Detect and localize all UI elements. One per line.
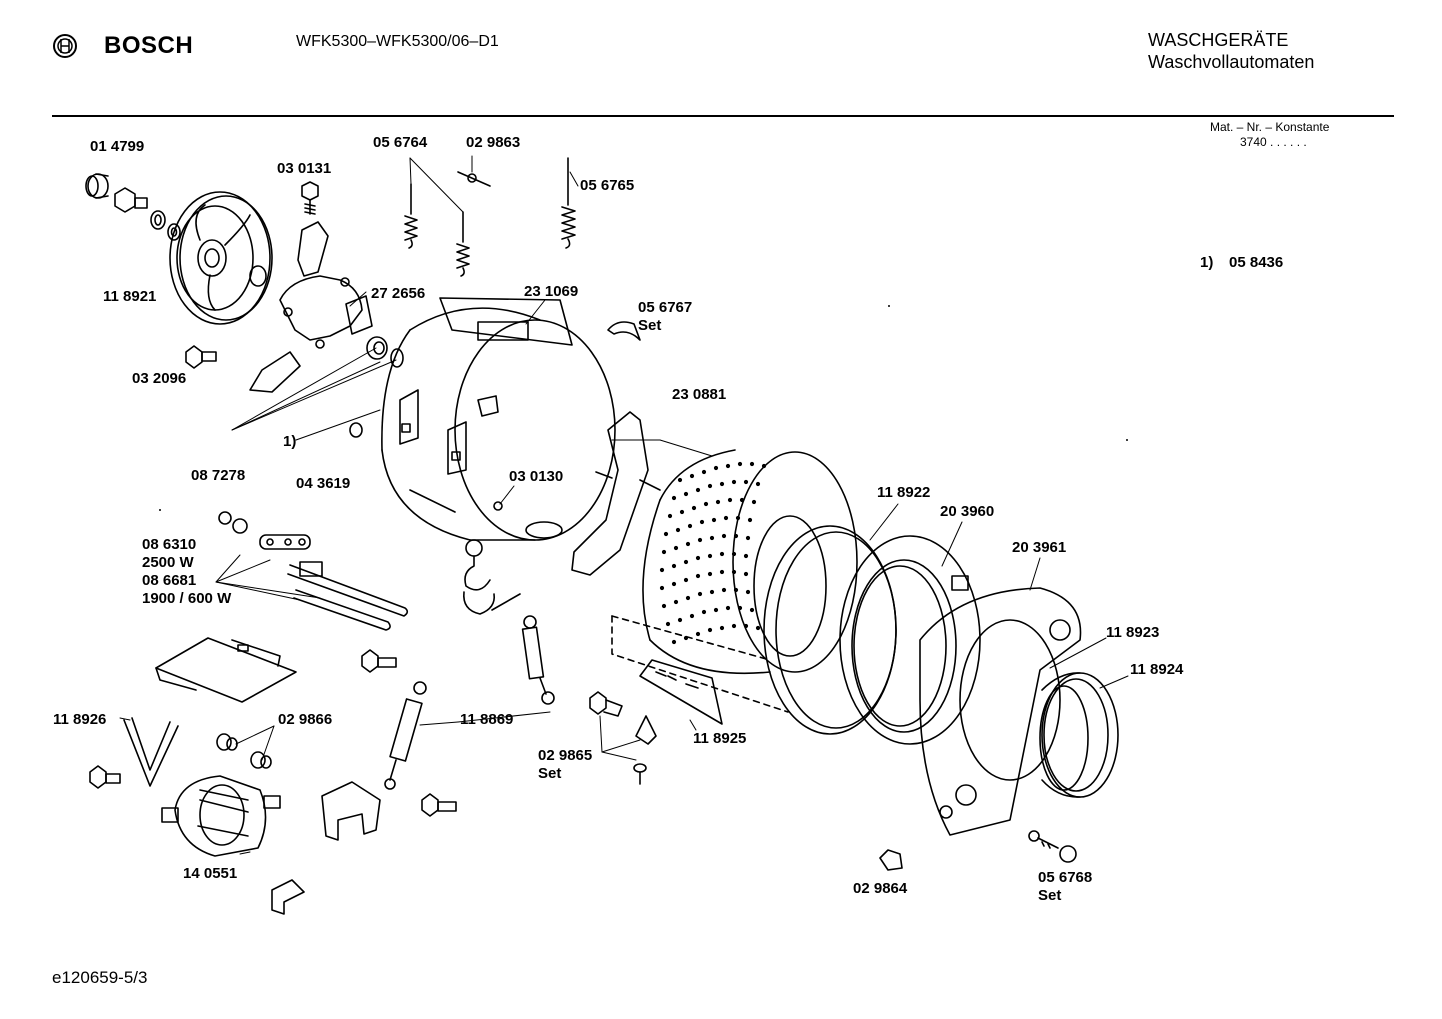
part-label-086310: 08 6310 (142, 536, 197, 553)
tub-front-part (919, 587, 1082, 836)
washer-part-2 (216, 733, 272, 769)
part-label-1900-600w: 1900 / 600 W (142, 590, 232, 607)
leader-lines (119, 155, 1129, 855)
part-label-231069: 23 1069 (524, 283, 579, 300)
tub-support-bracket-part (571, 411, 661, 576)
part-label-056768: 05 6768 (1038, 869, 1093, 886)
door-boot-part (1039, 672, 1119, 798)
header-rule (52, 115, 1394, 117)
mat-nr-value: 3740 . . . . . . (1240, 135, 1307, 149)
part-label-032096: 03 2096 (132, 370, 187, 387)
bearing-ring-part (85, 173, 109, 199)
screw-part-2 (633, 763, 647, 785)
suspension-spring-short2-part (456, 211, 470, 277)
part-label-203961: 20 3961 (1012, 539, 1067, 556)
pulley-nut-part (114, 187, 148, 213)
heater-element-part (218, 511, 409, 631)
document-id: e120659-5/3 (52, 968, 148, 987)
part-label-056765: 05 6765 (580, 177, 635, 194)
spring-clip-part (457, 171, 491, 187)
part-label-footnote-ref: 1) (283, 433, 297, 450)
suspension-spring-long-part (561, 157, 576, 249)
screw-part-1 (589, 691, 623, 717)
clamp-screw-part (1028, 830, 1077, 863)
suspension-spring-short-part (404, 183, 418, 249)
part-label-043619: 04 3619 (296, 475, 351, 492)
small-bushing-part (349, 422, 363, 438)
part-label-029865: 02 9865 (538, 747, 593, 764)
brand-logo (52, 33, 78, 59)
brand-name: BOSCH (104, 32, 194, 59)
part-label-118926: 11 8926 (53, 711, 107, 728)
washer-parts (150, 210, 181, 241)
bolt-part-2 (361, 649, 397, 673)
part-label-118922: 11 8922 (877, 484, 931, 501)
cover-plate-part (155, 637, 297, 703)
part-label-118925: 11 8925 (693, 730, 747, 747)
drive-belt-part (123, 717, 179, 787)
mounting-clip-part (271, 879, 305, 915)
part-label-056767: 05 6767 (638, 299, 693, 316)
part-label-056764: 05 6764 (373, 134, 428, 151)
tub-seal-ring-part (763, 525, 897, 735)
clip-part-1 (635, 715, 657, 745)
part-label-2500w: 2500 W (142, 554, 194, 571)
model-number: WFK5300–WFK5300/06–D1 (296, 33, 499, 50)
footnote-mark: 1) (1200, 254, 1214, 271)
bolt-part-3 (89, 765, 121, 789)
category-title: WASCHGERÄTE (1148, 30, 1289, 50)
part-label-087278: 08 7278 (191, 467, 246, 484)
outer-tub-part (381, 297, 616, 541)
part-label-140551: 14 0551 (183, 865, 238, 882)
drain-pump-motor-part (161, 775, 281, 857)
tub-clip-part (607, 321, 641, 341)
drum-spider-part (249, 221, 373, 393)
spider-bolt-part (301, 181, 319, 215)
detergent-housing-part (639, 659, 723, 725)
part-label-056768-set: Set (1038, 887, 1062, 904)
part-label-030130: 03 0130 (509, 468, 564, 485)
part-label-118869: 11 8869 (460, 711, 514, 728)
tub-heater-spring-part (463, 539, 521, 615)
clamp-part (879, 849, 903, 871)
part-label-272656: 27 2656 (371, 285, 426, 302)
part-label-230881: 23 0881 (672, 386, 727, 403)
mat-nr-label: Mat. – Nr. – Konstante (1210, 120, 1330, 134)
part-label-203960: 20 3960 (940, 503, 995, 520)
drum-perforations (659, 461, 767, 645)
bosch-armature-logo-icon (53, 34, 77, 58)
shock-absorber-part-1 (521, 615, 555, 705)
part-label-029864: 02 9864 (853, 880, 908, 897)
part-label-030131: 03 0131 (277, 160, 332, 177)
bolt-part-1 (185, 345, 217, 369)
drum-bearing-part (366, 336, 404, 368)
part-label-056767-set: Set (638, 317, 662, 334)
bellows-ring-part (839, 535, 981, 745)
part-label-118924: 11 8924 (1130, 661, 1184, 678)
part-label-029866: 02 9866 (278, 711, 333, 728)
drum-pulley-part (169, 191, 273, 325)
part-label-086681: 08 6681 (142, 572, 197, 589)
shock-absorber-part-2 (384, 681, 427, 790)
part-label-014799: 01 4799 (90, 138, 145, 155)
dashed-assembly-box (611, 615, 789, 713)
part-label-118921: 11 8921 (103, 288, 157, 305)
part-label-029865-set: Set (538, 765, 562, 782)
part-label-029863: 02 9863 (466, 134, 521, 151)
bolt-part-4 (421, 793, 457, 817)
pump-bracket-part (321, 781, 381, 841)
footnote-value: 05 8436 (1229, 254, 1284, 271)
inner-drum-part (642, 449, 858, 675)
part-label-118923: 11 8923 (1106, 624, 1160, 641)
subcategory-title: Waschvollautomaten (1148, 52, 1315, 72)
